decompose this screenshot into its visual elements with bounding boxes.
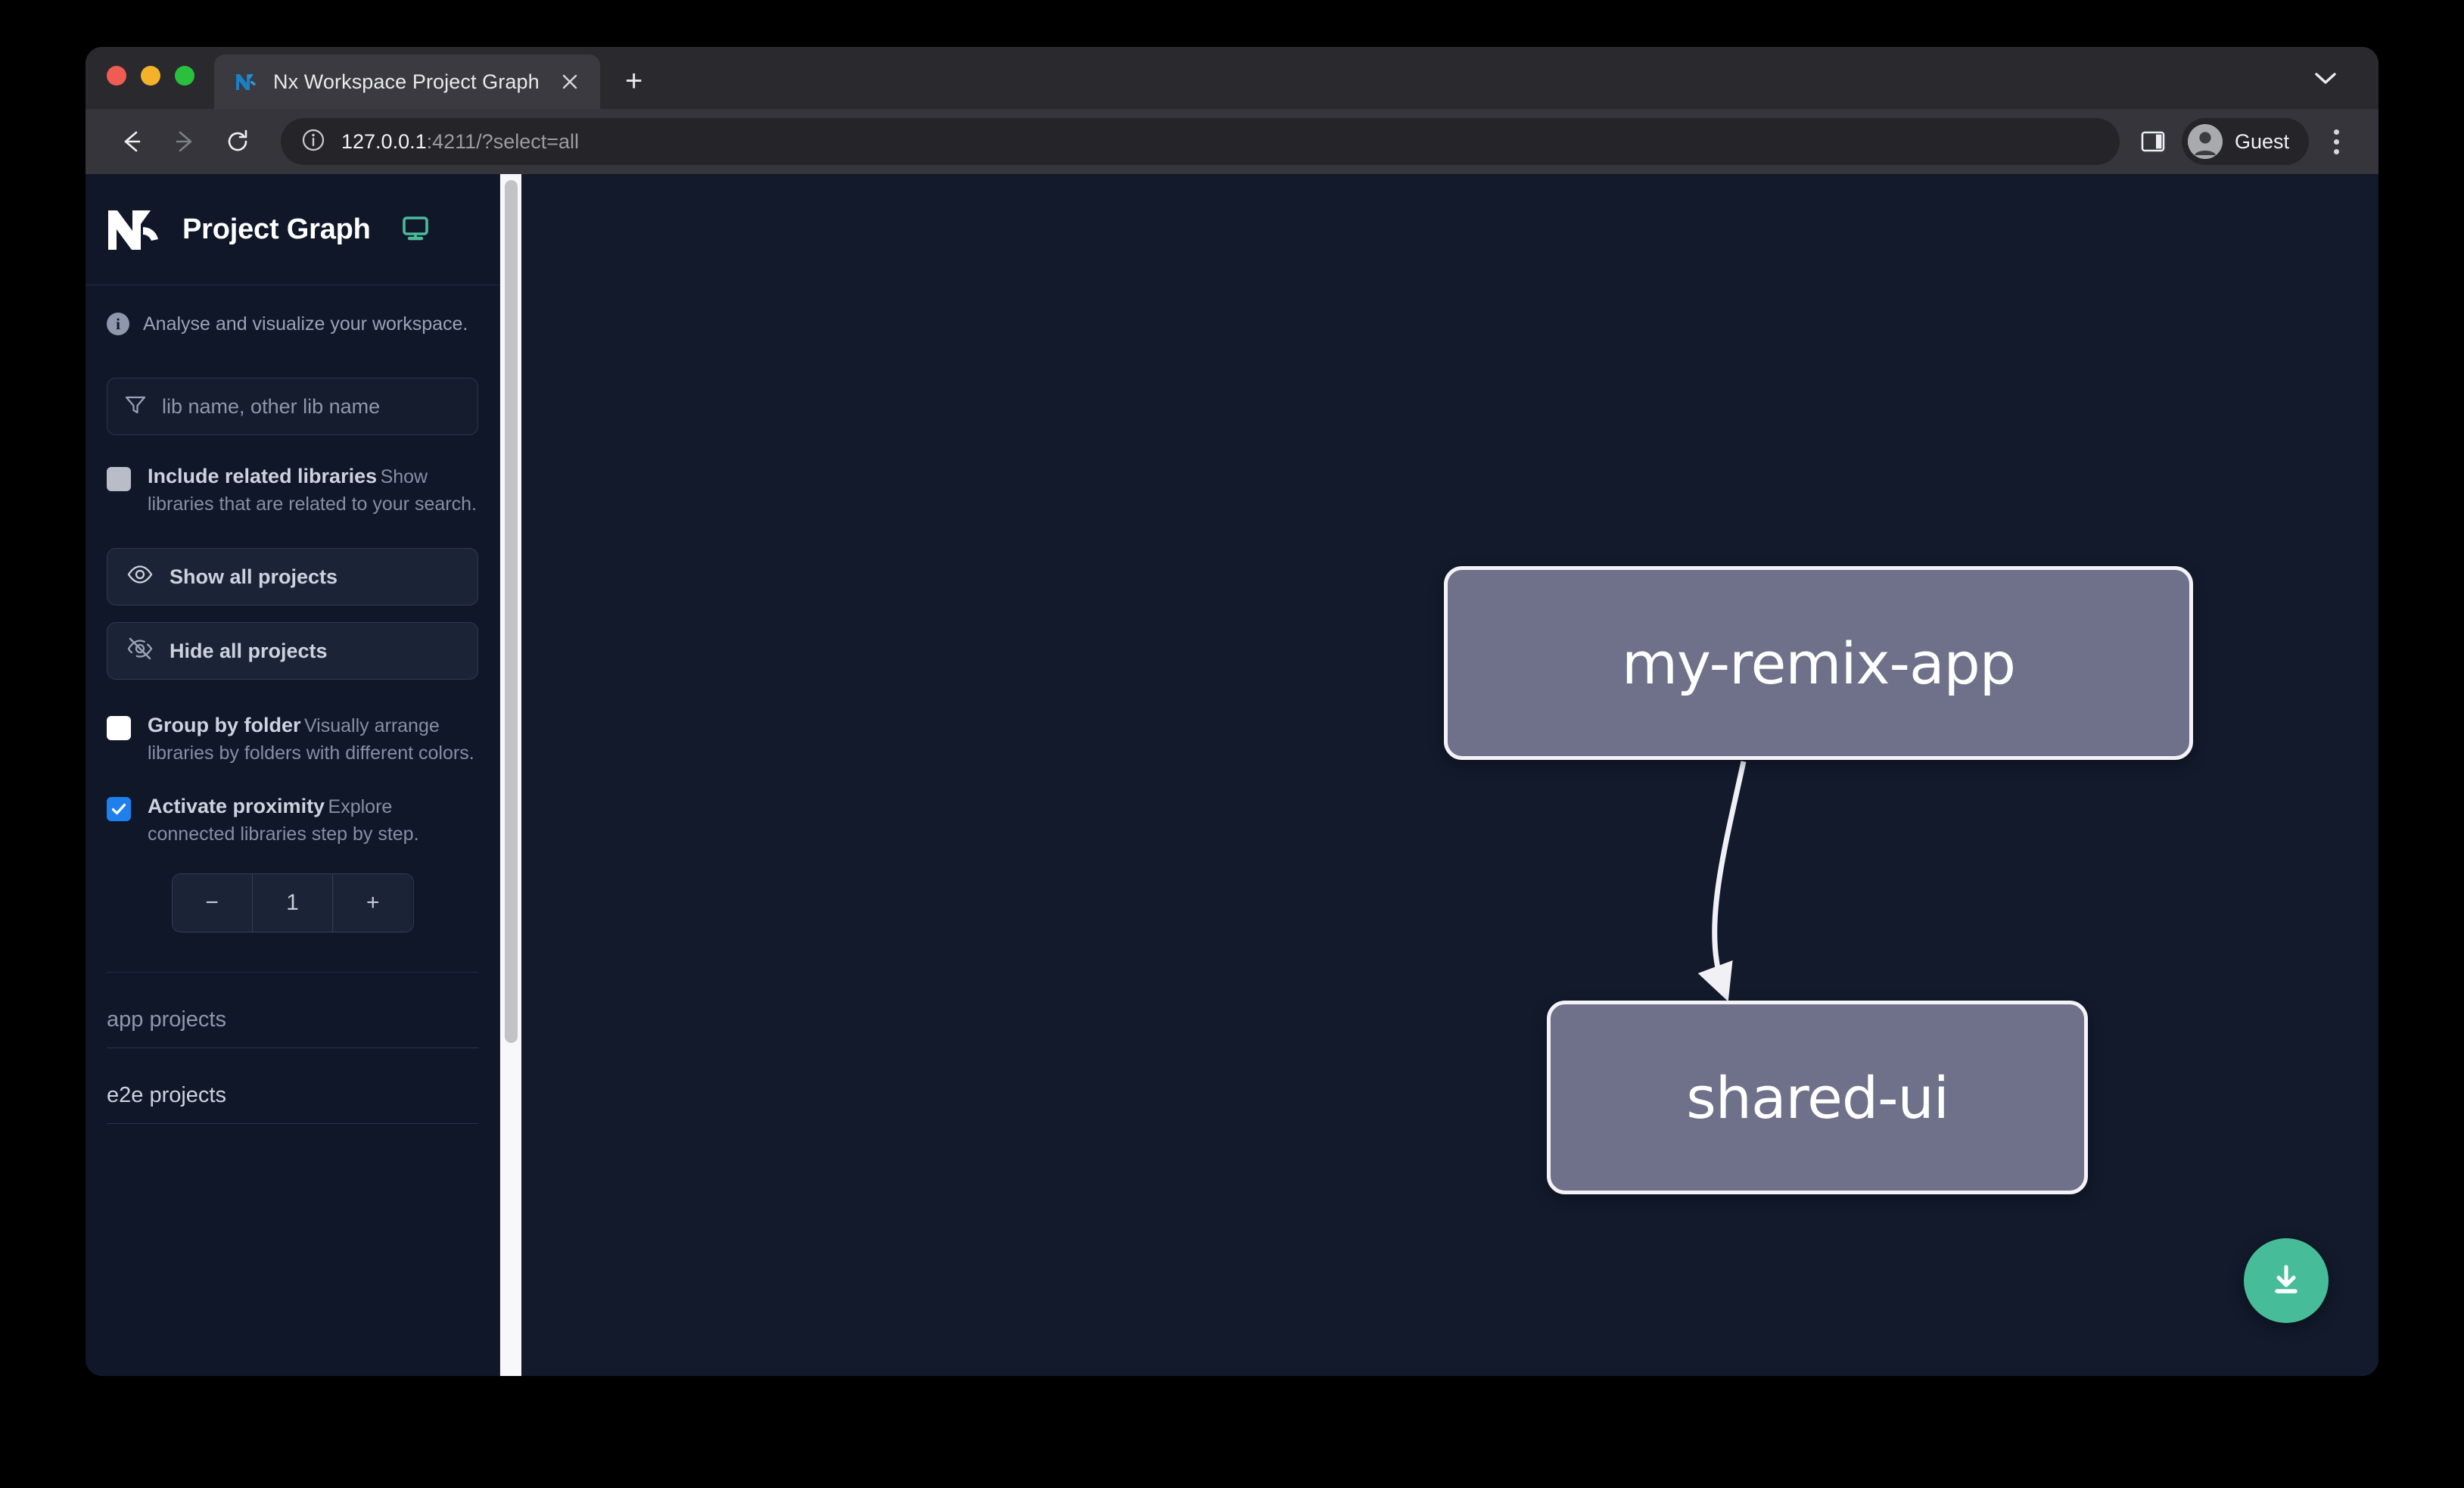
option-label: Group by folder bbox=[148, 714, 301, 736]
project-graph-canvas[interactable]: my-remix-app shared-ui bbox=[521, 174, 2378, 1376]
proximity-increment-button[interactable]: + bbox=[332, 874, 413, 932]
maximize-window-button[interactable] bbox=[175, 66, 194, 86]
person-avatar-icon bbox=[2187, 124, 2223, 159]
profile-chip[interactable]: Guest bbox=[2181, 118, 2309, 165]
eye-off-icon bbox=[127, 636, 153, 667]
chevron-down-icon[interactable] bbox=[2306, 62, 2345, 95]
browser-window: Nx Workspace Project Graph + bbox=[86, 47, 2378, 1376]
sidebar-controls: lib name, other lib name Include related… bbox=[86, 358, 499, 973]
group-app-projects[interactable]: app projects bbox=[86, 1007, 499, 1048]
group-label: app projects bbox=[107, 1007, 226, 1032]
group-e2e-projects[interactable]: e2e projects bbox=[86, 1083, 499, 1124]
minimize-window-button[interactable] bbox=[141, 66, 160, 86]
sidebar: Project Graph i Analyse and visualize yo… bbox=[86, 174, 500, 1376]
info-circle-icon[interactable] bbox=[300, 127, 326, 157]
tagline-text: Analyse and visualize your workspace. bbox=[143, 313, 468, 335]
graph-node-shared-ui[interactable]: shared-ui bbox=[1547, 1001, 2088, 1194]
option-group-by-folder[interactable]: Group by folder Visually arrange librari… bbox=[107, 713, 478, 767]
arrow-right-icon[interactable] bbox=[158, 115, 211, 168]
kebab-menu-icon[interactable] bbox=[2316, 118, 2356, 165]
address-bar-url: 127.0.0.1:4211/?select=all bbox=[341, 130, 579, 154]
close-icon[interactable] bbox=[553, 65, 586, 98]
option-description: Visually arrange libraries by folders wi… bbox=[148, 715, 474, 764]
checkbox-activate-proximity[interactable] bbox=[107, 797, 131, 821]
option-label: Include related libraries bbox=[148, 465, 378, 487]
info-icon: i bbox=[107, 313, 129, 335]
option-activate-proximity[interactable]: Activate proximity Explore connected lib… bbox=[107, 794, 478, 848]
reload-icon[interactable] bbox=[211, 115, 264, 168]
tab-strip: Nx Workspace Project Graph + bbox=[86, 47, 2378, 109]
page-title: Project Graph bbox=[182, 213, 371, 245]
search-input[interactable]: lib name, other lib name bbox=[107, 378, 478, 435]
new-tab-button[interactable]: + bbox=[625, 64, 643, 98]
show-all-projects-button[interactable]: Show all projects bbox=[107, 548, 478, 605]
arrow-left-icon[interactable] bbox=[105, 115, 158, 168]
hide-all-projects-button[interactable]: Hide all projects bbox=[107, 622, 478, 680]
browser-tab[interactable]: Nx Workspace Project Graph bbox=[214, 54, 600, 109]
window-controls bbox=[107, 47, 214, 109]
scrollbar-thumb[interactable] bbox=[505, 180, 518, 1043]
proximity-stepper: − 1 + bbox=[171, 873, 414, 932]
edge-my-remix-app-to-shared-ui bbox=[1697, 761, 1747, 1002]
graph-node-label: shared-ui bbox=[1686, 1063, 1949, 1132]
monitor-icon[interactable] bbox=[401, 213, 430, 246]
show-all-projects-label: Show all projects bbox=[170, 565, 338, 588]
profile-name: Guest bbox=[2234, 129, 2289, 153]
eye-icon bbox=[127, 562, 153, 593]
option-label: Activate proximity bbox=[148, 795, 325, 817]
browser-toolbar: 127.0.0.1:4211/?select=all Guest bbox=[86, 109, 2378, 174]
close-window-button[interactable] bbox=[107, 66, 126, 86]
proximity-value: 1 bbox=[251, 874, 333, 932]
option-include-related-libraries[interactable]: Include related libraries Show libraries… bbox=[107, 464, 478, 518]
address-bar[interactable]: 127.0.0.1:4211/?select=all bbox=[281, 118, 2120, 165]
filter-funnel-icon bbox=[124, 394, 147, 420]
search-placeholder: lib name, other lib name bbox=[162, 394, 381, 418]
graph-node-my-remix-app[interactable]: my-remix-app bbox=[1444, 566, 2193, 760]
sidebar-tagline: i Analyse and visualize your workspace. bbox=[86, 285, 499, 358]
option-description: Explore connected libraries step by step… bbox=[148, 796, 419, 845]
graph-edges bbox=[1697, 761, 1747, 1002]
nx-logo-icon bbox=[107, 207, 163, 251]
sidebar-scrollbar[interactable] bbox=[500, 174, 521, 1376]
checkbox-group-by-folder[interactable] bbox=[107, 716, 131, 740]
side-panel-icon[interactable] bbox=[2132, 120, 2174, 163]
app-viewport: Project Graph i Analyse and visualize yo… bbox=[86, 174, 2378, 1376]
url-host: 127.0.0.1 bbox=[341, 129, 427, 153]
nx-favicon-icon bbox=[234, 69, 260, 95]
graph-node-label: my-remix-app bbox=[1621, 629, 2016, 697]
divider bbox=[107, 972, 478, 973]
option-description: Show libraries that are related to your … bbox=[148, 466, 477, 515]
hide-all-projects-label: Hide all projects bbox=[170, 639, 328, 662]
sidebar-header: Project Graph bbox=[86, 174, 499, 285]
tab-title: Nx Workspace Project Graph bbox=[273, 70, 540, 93]
url-path: :4211/?select=all bbox=[426, 129, 580, 153]
download-graph-button[interactable] bbox=[2244, 1238, 2329, 1323]
checkbox-include-related-libraries[interactable] bbox=[107, 467, 131, 491]
download-icon bbox=[2266, 1259, 2306, 1303]
proximity-decrement-button[interactable]: − bbox=[172, 874, 252, 932]
group-rule bbox=[107, 1123, 478, 1124]
group-label: e2e projects bbox=[107, 1083, 226, 1107]
